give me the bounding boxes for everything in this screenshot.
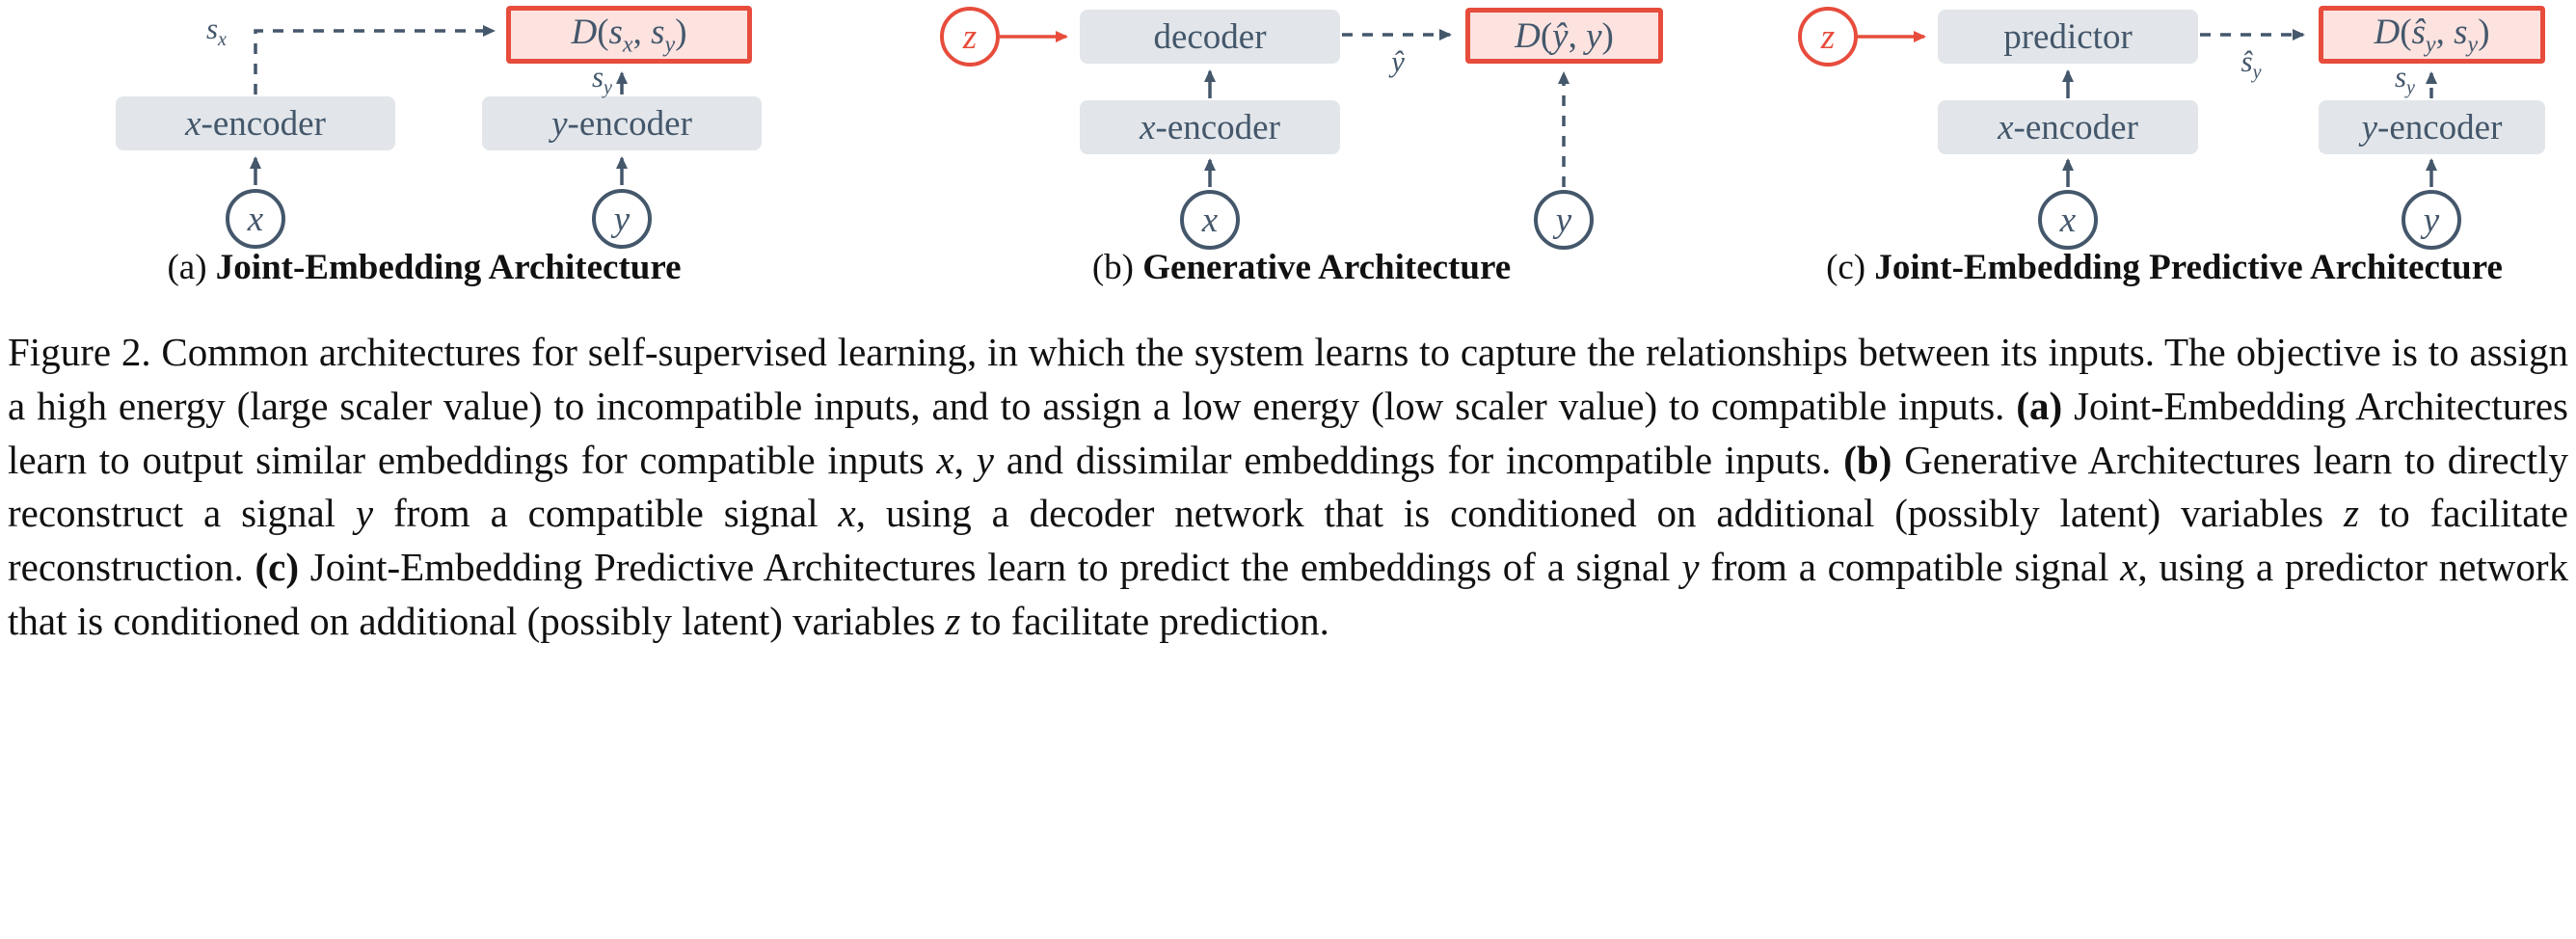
input-y-label: y (2423, 200, 2440, 240)
input-y-node: y (1534, 190, 1594, 250)
figure-diagrams: x-encoder y-encoder D(sx, sy) sx sy x y … (0, 0, 2576, 291)
diagram-jepa: z predictor x-encoder D(ŝy, sy) y-encode… (1774, 0, 2555, 291)
arrow-sx-to-d (254, 25, 496, 94)
input-y-label: y (613, 199, 631, 239)
y-encoder-box: y-encoder (482, 96, 762, 150)
y-encoder-label: y-encoder (551, 103, 692, 144)
latent-z-node: z (940, 7, 1000, 67)
sx-label: sx (205, 12, 227, 51)
shat-label: ŝy (2241, 44, 2262, 84)
decoder-box: decoder (1080, 10, 1340, 64)
predictor-box: predictor (1938, 10, 2198, 64)
latent-z-node: z (1798, 7, 1858, 67)
input-y-node: y (592, 189, 652, 249)
sy-label: sy (591, 60, 612, 99)
energy-label: D(ŝy, sy) (2374, 12, 2490, 58)
input-x-label: x (1201, 200, 1219, 240)
y-encoder-box: y-encoder (2319, 100, 2545, 154)
subcaption-c: (c) Joint-Embedding Predictive Architect… (1826, 248, 2503, 287)
input-y-node: y (2402, 190, 2461, 250)
energy-box: D(ŝy, sy) (2319, 6, 2545, 64)
x-encoder-box: x-encoder (116, 96, 395, 150)
input-x-label: x (247, 199, 264, 239)
predictor-label: predictor (2003, 16, 2133, 57)
diagram-generative: z decoder x-encoder D(ŷ, y) ŷ x y (b) Ge… (916, 0, 1687, 291)
yhat-label: ŷ (1391, 44, 1405, 78)
subcaption-b: (b) Generative Architecture (1091, 248, 1512, 287)
input-y-label: y (1555, 200, 1572, 240)
x-encoder-label: x-encoder (1998, 107, 2138, 148)
energy-box: D(sx, sy) (506, 6, 752, 64)
x-encoder-box: x-encoder (1938, 100, 2198, 154)
latent-z-label: z (1820, 16, 1836, 57)
subcaption-a: (a) Joint-Embedding Architecture (167, 248, 682, 287)
energy-label: D(ŷ, y) (1515, 15, 1614, 56)
input-x-label: x (2059, 200, 2077, 240)
input-x-node: x (1180, 190, 1240, 250)
diagram-joint-embedding: x-encoder y-encoder D(sx, sy) sx sy x y … (77, 0, 771, 291)
energy-label: D(sx, sy) (571, 12, 687, 58)
figure-caption: Figure 2. Common architectures for self-… (8, 330, 2569, 643)
x-encoder-label: x-encoder (185, 103, 326, 144)
x-encoder-box: x-encoder (1080, 100, 1340, 154)
latent-z-label: z (962, 16, 978, 57)
sy-label: sy (2394, 60, 2415, 99)
decoder-label: decoder (1153, 16, 1267, 57)
input-x-node: x (226, 189, 285, 249)
input-x-node: x (2038, 190, 2098, 250)
x-encoder-label: x-encoder (1140, 107, 1280, 148)
energy-box: D(ŷ, y) (1465, 8, 1663, 64)
y-encoder-label: y-encoder (2361, 107, 2503, 148)
